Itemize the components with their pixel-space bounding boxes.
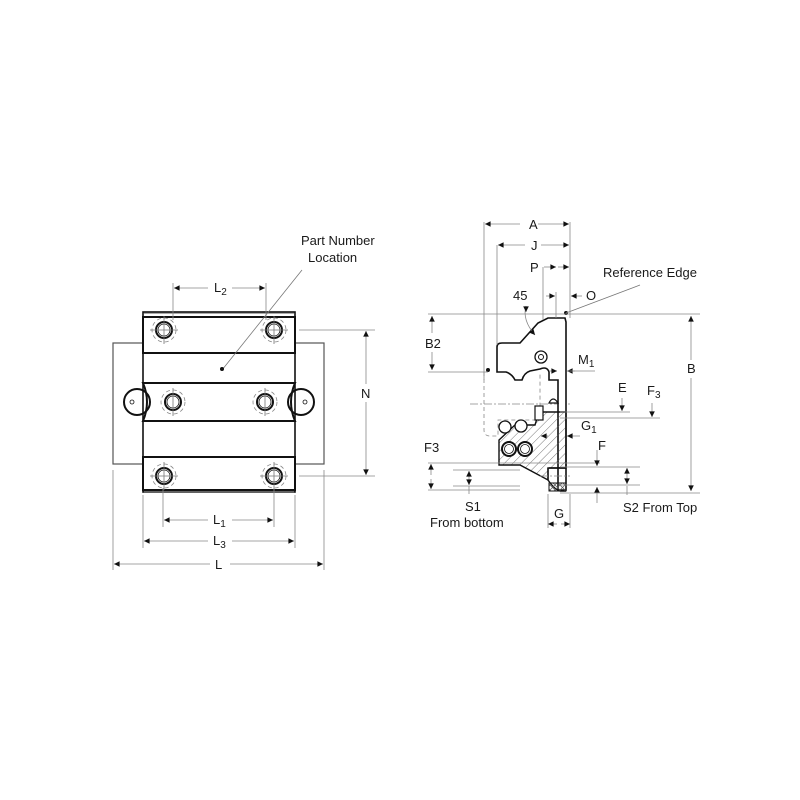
dim-B2-label: B2	[425, 336, 441, 351]
dim-G-label: G	[554, 506, 564, 521]
dim-L-label: L	[215, 557, 222, 572]
rail-profile-hidden	[483, 372, 541, 437]
part-number-leader	[221, 269, 303, 371]
from-bottom-label: From bottom	[430, 515, 504, 530]
lube-fitting-left	[123, 388, 151, 416]
dim-O-label: O	[586, 288, 596, 303]
middle-plate	[141, 382, 297, 422]
ball-bearings	[498, 419, 533, 457]
dim-F-label: F	[598, 438, 606, 453]
dim-J-label: J	[531, 238, 538, 253]
angle-45-label: 45	[513, 288, 527, 303]
dim-G1-label: G1	[581, 418, 597, 436]
bottom-end-plate	[142, 456, 296, 491]
reference-edge-label: Reference Edge	[603, 265, 697, 280]
top-end-plate	[142, 316, 296, 354]
dim-F3-right-label: F3	[647, 383, 661, 401]
mounting-holes	[150, 316, 288, 490]
front-view: Part Number Location L2 L1 L3 L N	[112, 233, 375, 572]
dim-B-label: B	[687, 361, 696, 376]
dim-E-label: E	[618, 380, 627, 395]
dim-M1-label: M1	[578, 352, 595, 370]
dim-N-label: N	[361, 386, 370, 401]
lube-fitting-right	[287, 388, 315, 416]
dim-F3-left-label: F3	[424, 440, 439, 455]
dim-L3-label: L3	[213, 533, 226, 551]
dim-L1-label: L1	[213, 512, 226, 530]
side-view: A J P Reference Edge 45 O B2 B M1 E F3 G…	[424, 217, 700, 530]
part-number-label-2: Location	[308, 250, 357, 265]
carriage-upper	[496, 317, 567, 491]
dim-S1-label: S1	[465, 499, 481, 514]
dim-L2-label: L2	[214, 280, 227, 298]
dim-P-label: P	[530, 260, 539, 275]
s2-from-top-label: S2 From Top	[623, 500, 697, 515]
part-number-label-1: Part Number	[301, 233, 375, 248]
dim-A-label: A	[529, 217, 538, 232]
